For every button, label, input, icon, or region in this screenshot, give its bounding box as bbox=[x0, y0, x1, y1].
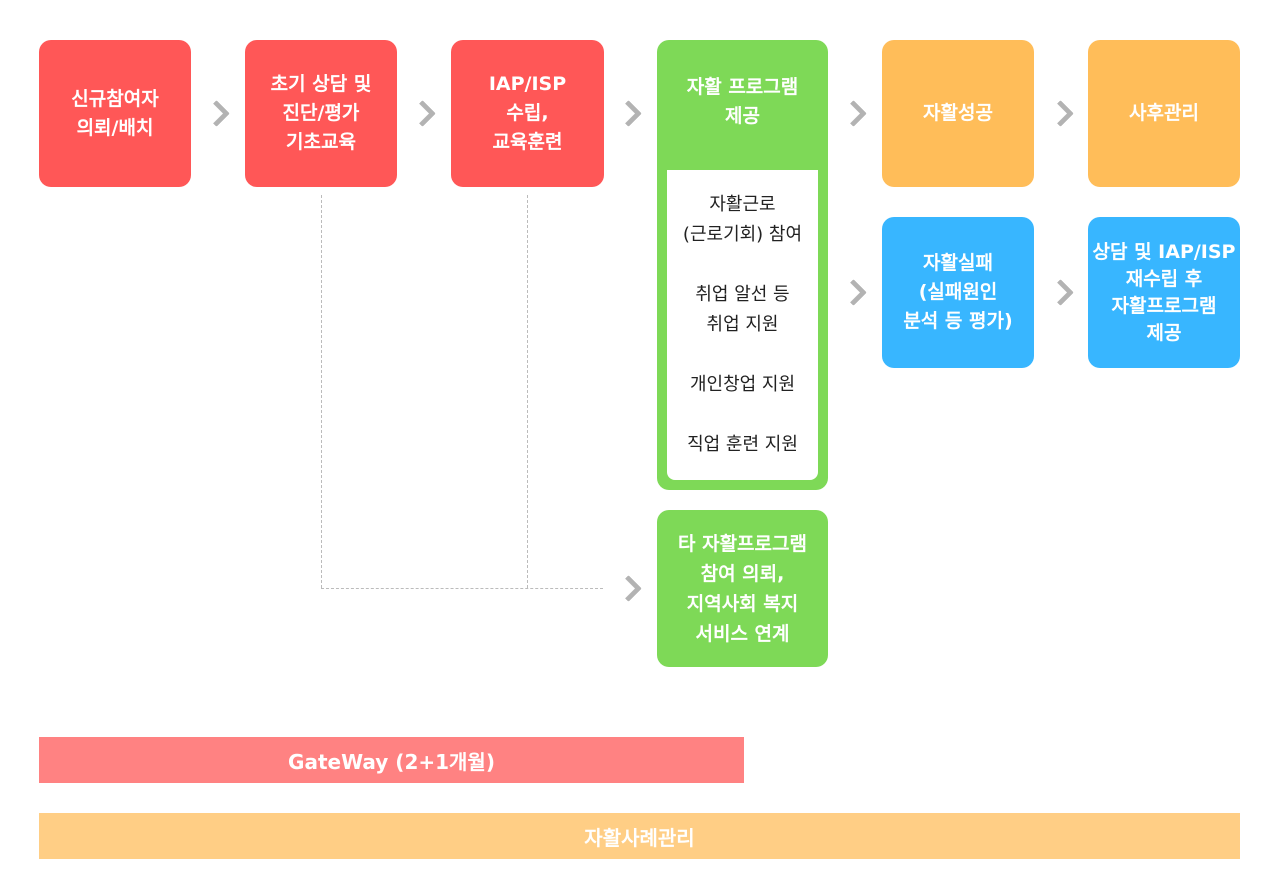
step-retry: 상담 및 IAP/ISP 재수립 후 자활프로그램 제공 bbox=[1088, 217, 1240, 368]
case-management-bar: 자활사례관리 bbox=[39, 813, 1240, 859]
chevron-right-icon bbox=[1047, 100, 1074, 127]
chevron-right-icon bbox=[615, 575, 642, 602]
chevron-right-icon bbox=[1047, 279, 1074, 306]
program-items: 자활근로 (근로기회) 참여 취업 알선 등 취업 지원 개인창업 지원 직업 … bbox=[667, 170, 818, 480]
gateway-bar: GateWay (2+1개월) bbox=[39, 737, 744, 783]
connector-line bbox=[321, 588, 603, 589]
step-failure: 자활실패 (실패원인 분석 등 평가) bbox=[882, 217, 1034, 368]
chevron-right-icon bbox=[840, 279, 867, 306]
step-assessment: 초기 상담 및 진단/평가 기초교육 bbox=[245, 40, 397, 187]
step-success: 자활성공 bbox=[882, 40, 1034, 187]
connector-line bbox=[321, 195, 322, 588]
chevron-right-icon bbox=[615, 100, 642, 127]
connector-line bbox=[527, 195, 528, 588]
chevron-right-icon bbox=[409, 100, 436, 127]
program-item: 개인창업 지원 bbox=[689, 374, 796, 395]
step-referral: 신규참여자 의뢰/배치 bbox=[39, 40, 191, 187]
program-item: 취업 알선 등 취업 지원 bbox=[695, 284, 790, 335]
step-other-services: 타 자활프로그램 참여 의뢰, 지역사회 복지 서비스 연계 bbox=[657, 510, 828, 667]
step-aftercare: 사후관리 bbox=[1088, 40, 1240, 187]
step-iap: IAP/ISP 수립, 교육훈련 bbox=[451, 40, 604, 187]
chevron-right-icon bbox=[840, 100, 867, 127]
program-item: 자활근로 (근로기회) 참여 bbox=[682, 194, 803, 245]
chevron-right-icon bbox=[203, 100, 230, 127]
program-item: 직업 훈련 지원 bbox=[687, 434, 798, 455]
program-title: 자활 프로그램 제공 bbox=[686, 76, 799, 127]
